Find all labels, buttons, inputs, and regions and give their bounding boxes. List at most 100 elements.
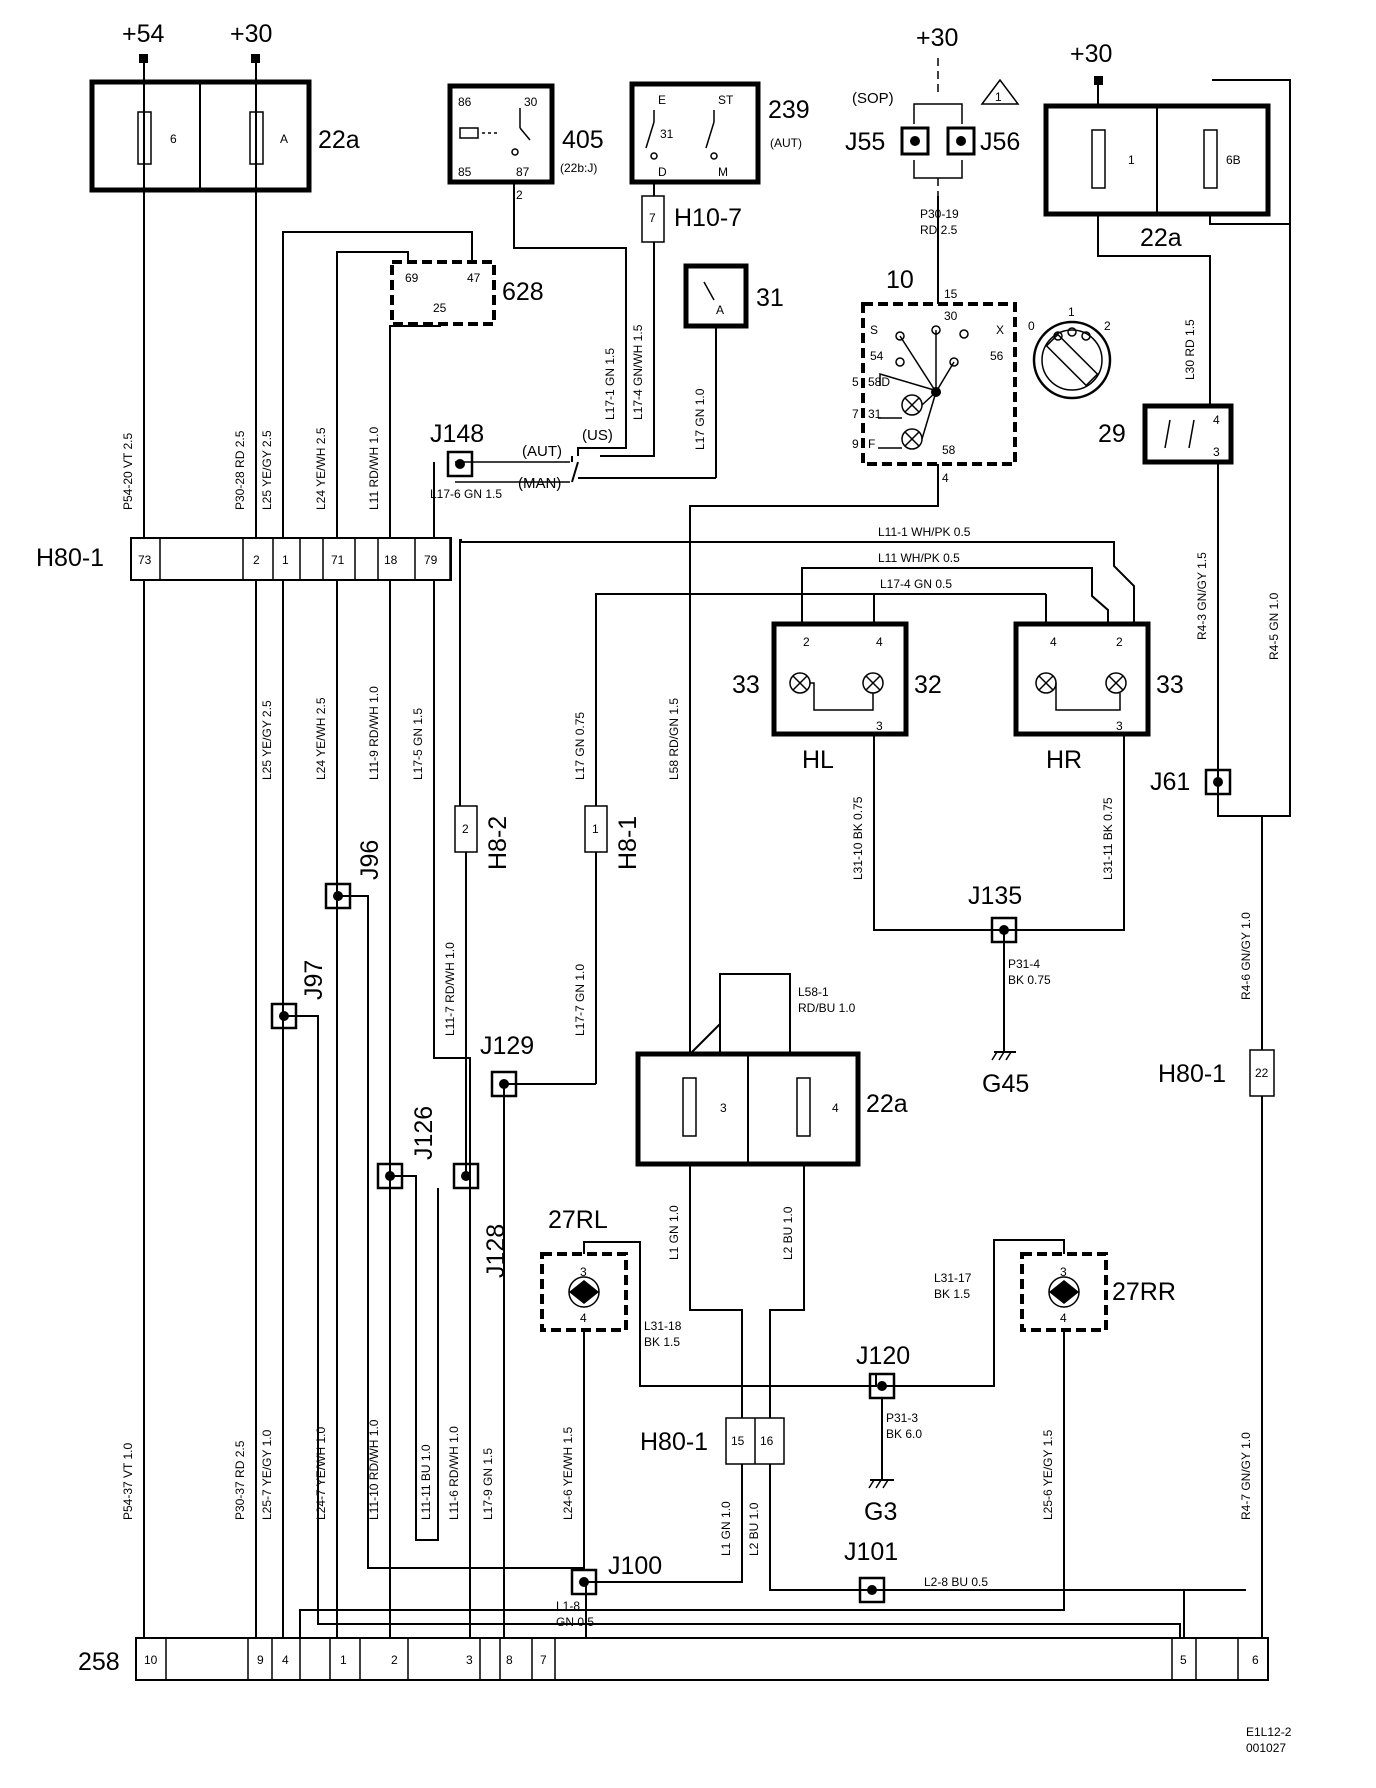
wire-label: L17 GN 1.0 bbox=[693, 388, 707, 450]
pin-label: 6 bbox=[1252, 1653, 1259, 1667]
knob-label: 2 bbox=[1104, 319, 1111, 333]
pin-label: 15 bbox=[731, 1434, 745, 1448]
pin-label: 1 bbox=[340, 1653, 347, 1667]
pin-label: 1 bbox=[282, 553, 289, 567]
splice-label: J96 bbox=[356, 840, 384, 880]
pin-label: S bbox=[870, 323, 878, 337]
wire-label: L17-6 GN 1.5 bbox=[430, 487, 502, 501]
fusebox-id: 22a bbox=[866, 1090, 908, 1118]
pin-label: 4 bbox=[876, 635, 883, 649]
splice-j97: J97 bbox=[270, 960, 328, 1030]
wire-label: L17-1 GN 1.5 bbox=[603, 348, 617, 420]
wire-label: L25 YE/GY 2.5 bbox=[260, 430, 274, 510]
wire-label: P54-20 VT 2.5 bbox=[121, 433, 135, 510]
wire-label: L58 RD/GN 1.5 bbox=[667, 698, 681, 780]
splice-j126: J126 bbox=[376, 1106, 438, 1190]
switch-id: 10 bbox=[886, 266, 914, 294]
wire-label: L31-11 BK 0.75 bbox=[1101, 797, 1115, 880]
relay-id: 405 bbox=[562, 126, 604, 154]
pin-label: 31 bbox=[660, 127, 674, 141]
lamp-group-id: HR bbox=[1046, 746, 1082, 774]
pin-label: 87 bbox=[516, 165, 530, 179]
lamp-id: 27RR bbox=[1112, 1278, 1176, 1306]
supply-label: +30 bbox=[230, 20, 272, 48]
splice-j96: J96 bbox=[324, 840, 384, 910]
wire-label: L1 GN 1.0 bbox=[719, 1501, 733, 1556]
lamp-id: 33 bbox=[1156, 671, 1184, 699]
pin-label: 2 bbox=[516, 188, 523, 202]
connector-h80-1-mid: 15 16 H80-1 bbox=[640, 1417, 785, 1465]
supply-label: +30 bbox=[916, 24, 958, 52]
splice-label: J61 bbox=[1150, 768, 1190, 796]
knob-label: 0 bbox=[1028, 319, 1035, 333]
switch-id: 239 bbox=[768, 96, 810, 124]
lamp-hr: 4 2 3 33 HR bbox=[1013, 621, 1184, 774]
wire-label: L11-9 RD/WH 1.0 bbox=[367, 686, 381, 780]
connector-h8-1: 1 H8-1 bbox=[584, 805, 642, 870]
pin-label: 2 bbox=[462, 822, 469, 836]
wire-label: L11-6 RD/WH 1.0 bbox=[447, 1426, 461, 1520]
pin-label: 54 bbox=[870, 349, 884, 363]
connector-258: 258 10 9 4 1 2 3 8 7 5 6 bbox=[78, 1637, 1269, 1681]
pin-label: 85 bbox=[458, 165, 472, 179]
wire-label: L11-1 WH/PK 0.5 bbox=[878, 525, 971, 539]
splice-j55: J55 bbox=[845, 128, 885, 156]
pin-label: 2 bbox=[803, 635, 810, 649]
pin-label: 2 bbox=[253, 553, 260, 567]
splice-j101: J101 bbox=[844, 1538, 898, 1604]
lamp-id: 32 bbox=[914, 671, 942, 699]
pin-label: X bbox=[996, 323, 1004, 337]
pin-label: F bbox=[868, 437, 875, 451]
lamp-group-id: HL bbox=[802, 746, 834, 774]
supply-label: +30 bbox=[1070, 40, 1112, 68]
warning-number: 1 bbox=[995, 90, 1002, 104]
fuse-label: 1 bbox=[1128, 153, 1135, 167]
pin-label: 16 bbox=[760, 1434, 774, 1448]
wire-label: L17-9 GN 1.5 bbox=[481, 1448, 495, 1520]
fuse-label: 4 bbox=[832, 1101, 839, 1115]
pin-label: 4 bbox=[580, 1311, 587, 1325]
pin-label: E bbox=[658, 93, 666, 107]
note-label: (AUT) bbox=[522, 443, 562, 460]
pin-label: 4 bbox=[1213, 413, 1220, 427]
wire-label: L17 GN 0.75 bbox=[573, 712, 587, 780]
pin-label: 79 bbox=[424, 553, 438, 567]
wire-label: R4-7 GN/GY 1.0 bbox=[1239, 1432, 1253, 1520]
wire-label: P30-37 RD 2.5 bbox=[233, 1440, 247, 1520]
connector-h8-2: 2 H8-2 bbox=[454, 805, 512, 870]
footer-code: E1L12-2 bbox=[1246, 1725, 1292, 1739]
relay-sub: (22b:J) bbox=[560, 161, 597, 175]
pin-label: 18 bbox=[384, 553, 398, 567]
splice-j129: J129 bbox=[480, 1032, 534, 1098]
ground-g3: G3 bbox=[864, 1454, 897, 1526]
switch-id: 31 bbox=[756, 284, 784, 312]
wire-label: L30 RD 1.5 bbox=[1183, 319, 1197, 380]
wire-label: L2-8 BU 0.5 bbox=[924, 1575, 988, 1589]
splices: J148 J96 J97 J129 J126 J128 J100 J101 bbox=[270, 420, 1232, 1604]
pin-label: D bbox=[658, 165, 667, 179]
pin-label: 47 bbox=[467, 271, 481, 285]
connector-id: H80-1 bbox=[1158, 1060, 1226, 1088]
wire-label: L17-4 GN/WH 1.5 bbox=[631, 324, 645, 420]
pin-label: 3 bbox=[1213, 445, 1220, 459]
wire-label: R4-5 GN 1.0 bbox=[1267, 592, 1281, 660]
relay-405: 86 30 85 87 405 (22b:J) 2 bbox=[447, 83, 604, 202]
pin-label: 3 bbox=[1116, 719, 1123, 733]
lamp-27rr: 3 4 27RR bbox=[1020, 1252, 1176, 1332]
switch-sub: (AUT) bbox=[770, 136, 802, 150]
pin-label: 2 bbox=[391, 1653, 398, 1667]
rotary-knob: 0 1 2 bbox=[1028, 305, 1112, 400]
pin-label: 73 bbox=[138, 553, 152, 567]
wire-label: L1 GN 1.0 bbox=[667, 1205, 681, 1260]
fuse-label: 3 bbox=[720, 1101, 727, 1115]
switch-29: 4 3 29 bbox=[1098, 403, 1234, 465]
connector-id: 258 bbox=[78, 1648, 120, 1676]
pin-label: 3 bbox=[876, 719, 883, 733]
ground-g45: G45 bbox=[982, 1024, 1029, 1098]
pin-label: 69 bbox=[405, 271, 419, 285]
pin-label: 4 bbox=[1060, 1311, 1067, 1325]
